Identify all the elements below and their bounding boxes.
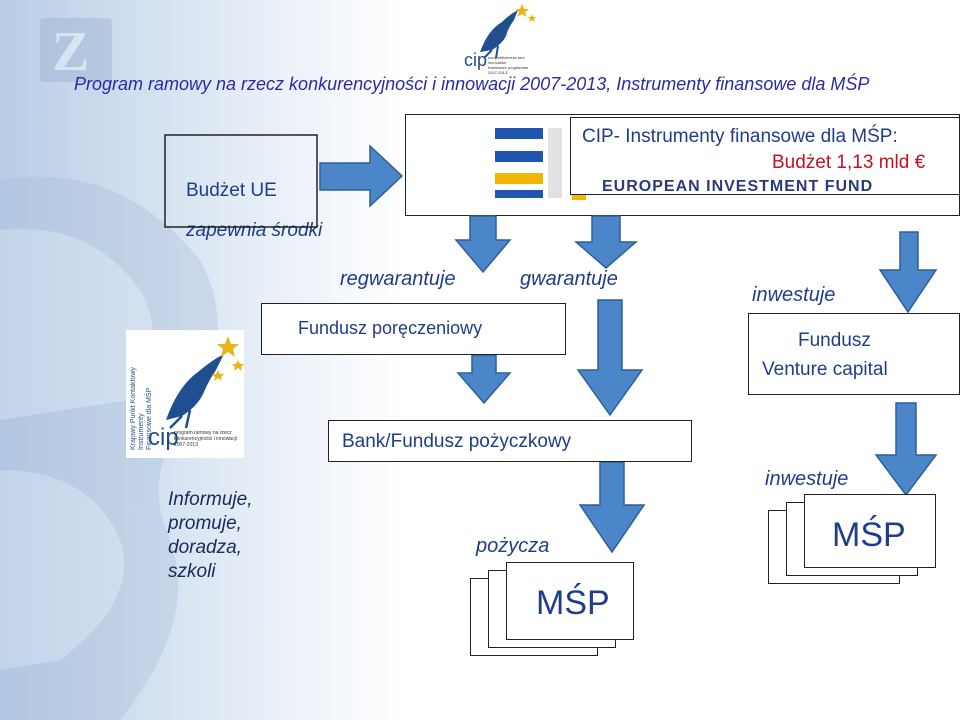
eif-fund-name: EUROPEAN INVESTMENT FUND <box>602 178 874 195</box>
cip-caption-side-1: program ramowy na rzecz <box>174 430 232 436</box>
msp-left-label: MŚP <box>536 584 610 622</box>
eif-heading: CIP- Instrumenty finansowe dla MŚP: <box>582 126 898 147</box>
gazelle-icon <box>166 336 244 429</box>
cip-word-side: cip <box>148 424 179 451</box>
svg-text:Z: Z <box>52 21 89 83</box>
cip-caption-top-2: framework programme <box>488 65 529 70</box>
fundusz-poreczeniowy-label: Fundusz poręczeniowy <box>298 318 483 338</box>
cip-caption-top-1: competitiveness and innovation <box>488 55 525 65</box>
bank-fundusz-box <box>328 420 692 462</box>
informuje-line-1: Informuje, <box>168 489 253 510</box>
budget-box-sublabel: zapewnia środki <box>186 220 323 241</box>
label-regwarantuje: regwarantuje <box>340 268 456 290</box>
venture-label-2: Venture capital <box>762 359 888 380</box>
star-icon <box>217 336 239 357</box>
msp-right-label: MŚP <box>832 516 906 554</box>
label-pozycza: pożycza <box>476 535 550 557</box>
informuje-line-2: promuje, <box>168 513 242 534</box>
fundusz-poreczeniowy-box <box>261 303 566 355</box>
venture-box <box>748 313 960 395</box>
eif-inner-box <box>570 117 960 195</box>
label-gwarantuje: gwarantuje <box>520 268 618 290</box>
label-inwestuje-top: inwestuje <box>752 284 836 306</box>
cip-caption-side-2: konkurencyjności i innowacji <box>174 436 237 442</box>
cip-word-top: cip <box>464 50 488 70</box>
venture-label-1: Fundusz <box>798 330 871 351</box>
informuje-line-4: szkoli <box>168 561 216 582</box>
cip-caption-top-3: 2007-2013 <box>488 70 508 75</box>
budget-box-label: Budżet UE <box>186 180 277 201</box>
msp-left-box <box>506 562 634 640</box>
gazelle-icon <box>480 4 536 59</box>
label-inwestuje-bottom: inwestuje <box>765 468 849 490</box>
page-title: Program ramowy na rzecz konkurencyjności… <box>74 74 870 94</box>
cip-logo-side: Krajowy Punkt Kontaktowy Instrumenty Fin… <box>126 330 244 458</box>
star-icon <box>515 4 529 17</box>
cip-logo-top: cip competitiveness and innovation frame… <box>462 0 542 80</box>
eif-budget: Budżet 1,13 mld € <box>772 152 926 173</box>
informuje-text: Informuje, promuje, doradza, szkoli <box>168 488 252 584</box>
msp-right-box <box>804 494 936 568</box>
informuje-line-3: doradza, <box>168 537 242 558</box>
bank-fundusz-label: Bank/Fundusz pożyczkowy <box>342 431 572 452</box>
cip-caption-side-3: 2007-2013 <box>174 442 198 448</box>
